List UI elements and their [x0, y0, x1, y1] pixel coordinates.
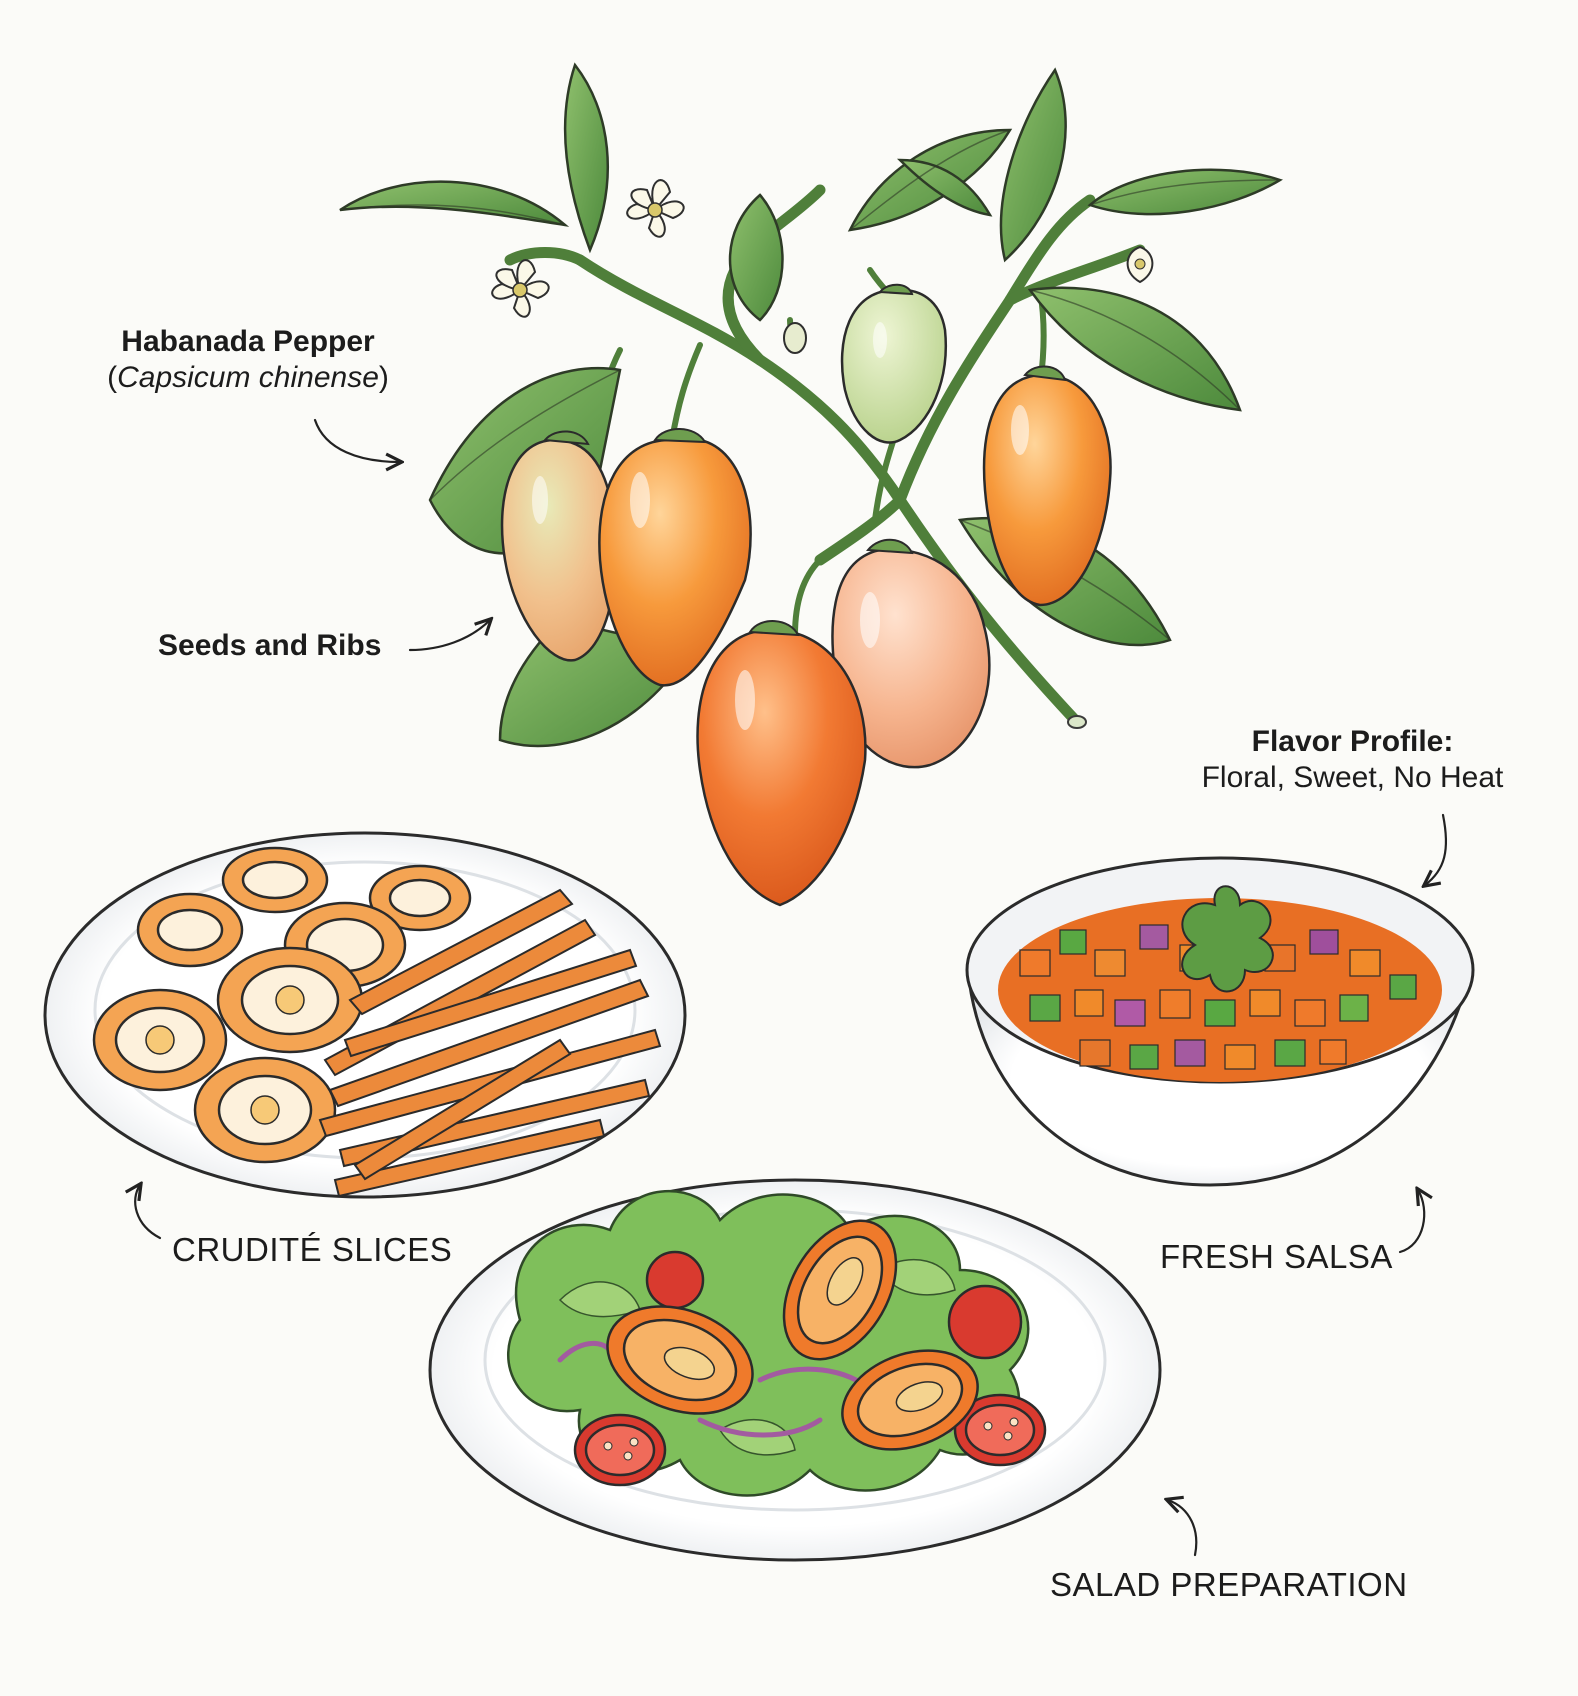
pepper-half: [782, 1219, 898, 1361]
leaf: [896, 158, 993, 217]
cilantro-garnish: [1181, 885, 1274, 993]
crudite-label: CRUDITÉ SLICES: [172, 1231, 453, 1268]
tomato-whole: [947, 1284, 1023, 1360]
salad-plate: [428, 1178, 1162, 1562]
arrow-salsa: [1398, 1190, 1424, 1254]
plant-stems: [504, 184, 1146, 726]
pepper-label: Habanada Pepper (Capsicum chinense): [103, 324, 393, 396]
pepper-plant: [339, 62, 1283, 907]
flavor-title: Flavor Profile:: [1251, 725, 1454, 758]
leaf: [1087, 168, 1283, 216]
seeds-label: Seeds and Ribs: [158, 629, 382, 662]
pepper-fruits: [500, 288, 1112, 907]
arrow-flavor: [1425, 813, 1448, 885]
tomato-whole: [645, 1250, 705, 1310]
leaf: [999, 67, 1067, 263]
pepper-highlights: [532, 322, 1029, 730]
halved-peppers: [606, 1219, 979, 1451]
pepper-deep-orange: [696, 628, 867, 907]
pepper-pale-green: [840, 288, 947, 444]
pepper-scientific-name: (Capsicum chinense): [107, 361, 389, 394]
pepper-rings: [92, 846, 472, 1164]
flower-bud: [1126, 245, 1154, 284]
flavor-description: Floral, Sweet, No Heat: [1201, 761, 1504, 794]
callout-arrows: [135, 418, 1448, 1557]
salsa-label: FRESH SALSA: [1160, 1238, 1393, 1275]
stem-cut: [1067, 715, 1087, 729]
salsa-pieces: [1019, 924, 1417, 1070]
tomato-half: [573, 1413, 667, 1487]
salad-label: SALAD PREPARATION: [1050, 1566, 1408, 1603]
flower-bud: [783, 322, 807, 354]
leaf: [339, 180, 570, 227]
pepper-title: Habanada Pepper: [121, 325, 375, 358]
salsa-bowl: [965, 856, 1475, 1187]
leaf: [563, 62, 610, 254]
arrow-seeds: [408, 620, 490, 652]
crudite-plate: [43, 831, 687, 1199]
pepper-half: [841, 1349, 979, 1451]
tomato-half: [953, 1393, 1047, 1467]
arrow-crudite: [135, 1185, 162, 1240]
pepper-half: [606, 1305, 754, 1415]
leaf: [728, 193, 784, 322]
pepper-sticks: [318, 888, 662, 1198]
lettuce-highlights: [558, 1258, 956, 1456]
flavor-label: Flavor Profile: Floral, Sweet, No Heat: [1180, 724, 1525, 796]
flower: [491, 259, 550, 318]
flower: [626, 179, 685, 238]
arrow-pepper: [313, 418, 400, 462]
arrow-salad: [1168, 1500, 1198, 1557]
pepper-calyxes: [543, 283, 1067, 637]
cherry-tomatoes: [573, 1250, 1047, 1487]
